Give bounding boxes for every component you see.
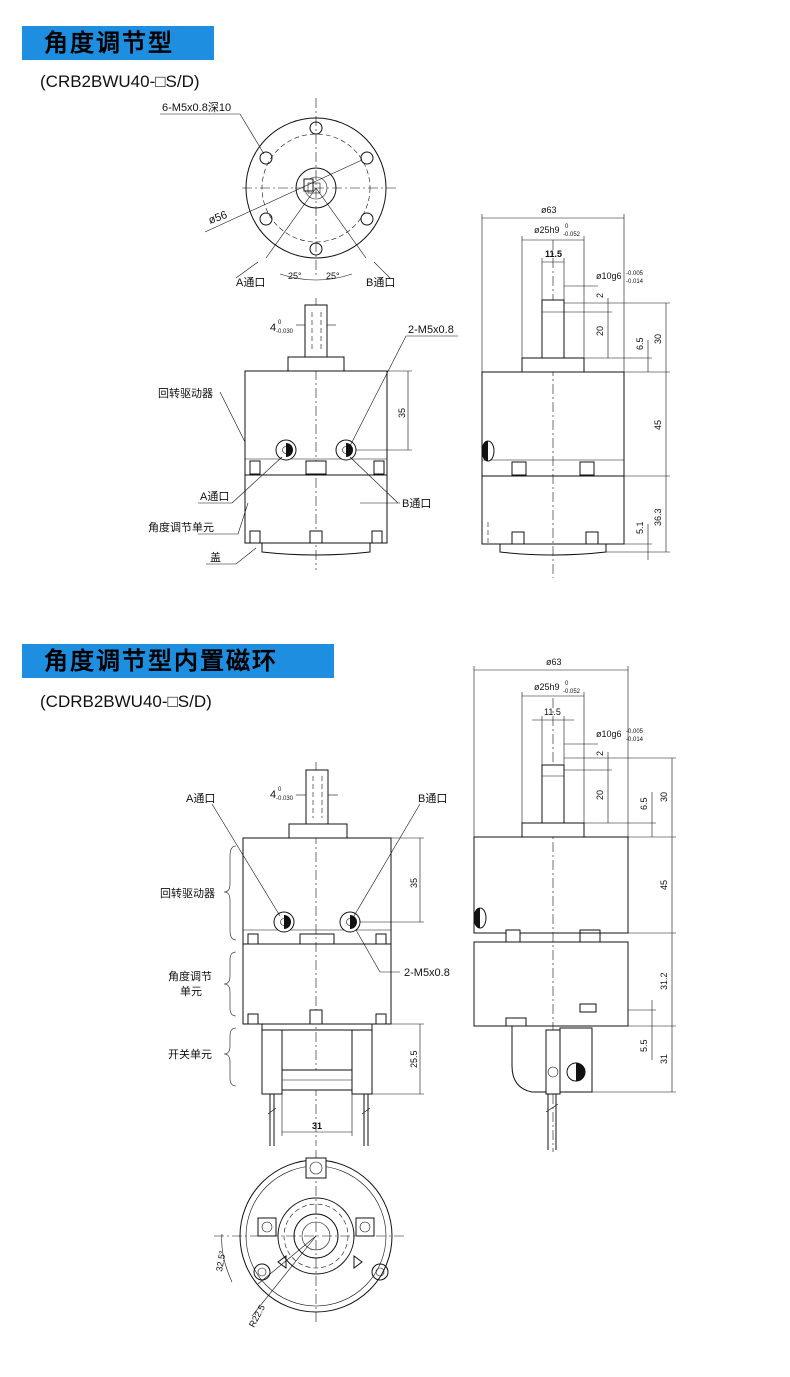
s2-d63: ø63 (546, 657, 562, 667)
s2-tol4-upper: 0 (278, 787, 282, 793)
s1-port-a-top-label: A通口 (236, 276, 265, 289)
s2-port-b-label: B通口 (418, 792, 447, 805)
section1-title: 角度调节型 (22, 26, 214, 60)
section2-title: 角度调节型内置磁环 (22, 644, 334, 678)
s2-angle-unit-label-2: 单元 (180, 985, 202, 998)
s2-v20: 20 (595, 790, 605, 800)
s2-v55: 5.5 (639, 1039, 649, 1052)
s1-d10: ø10g6 (596, 271, 622, 281)
s2-dim255: 25.5 (409, 1050, 419, 1068)
s1-cover-label: 盖 (210, 550, 221, 564)
s2-bottom-view (214, 1150, 404, 1324)
s1-port-b-top-label: B通口 (366, 276, 395, 289)
s1-v65: 6.5 (635, 337, 645, 350)
s2-d25: ø25h9 (534, 682, 560, 692)
s2-d10-upper: -0.005 (626, 729, 644, 735)
s1-d63: ø63 (541, 205, 557, 215)
s1-rotary-label: 回转驱动器 (158, 386, 213, 400)
s1-d10-lower: -0.014 (626, 279, 644, 285)
s2-d10: ø10g6 (596, 729, 622, 739)
s2-port-a-label: A通口 (186, 792, 215, 805)
s1-d10-upper: -0.005 (626, 271, 644, 277)
s1-front-view (198, 298, 458, 570)
s2-v2: 2 (595, 751, 605, 756)
s1-v51: 5.1 (635, 521, 645, 534)
s2-angle-unit-label-1: 角度调节 (168, 969, 212, 983)
s2-m5-label: 2-M5x0.8 (404, 967, 450, 979)
section2-model: (CDRB2BWU40-□S/D) (40, 692, 212, 711)
s1-v2: 2 (595, 293, 605, 298)
s1-angle-unit-label: 角度调节单元 (148, 520, 214, 534)
s1-v20: 20 (595, 326, 605, 336)
s1-dia56-label: ø56 (207, 209, 229, 227)
s2-w115: 11.5 (544, 707, 561, 717)
s1-angle-left-label: 25° (288, 271, 302, 281)
s2-rotary-label: 回转驱动器 (160, 886, 215, 900)
section1-model: (CRB2BWU40-□S/D) (40, 72, 200, 91)
s2-angle325: 32.5° (214, 1249, 228, 1272)
s2-v65: 6.5 (639, 797, 649, 810)
s1-w115: 11.5 (545, 249, 562, 259)
s2-v45: 45 (659, 880, 669, 890)
s2-d25-upper: 0 (565, 681, 569, 687)
s1-tol4-label: 4 (270, 322, 276, 334)
s1-v363: 36.3 (653, 508, 663, 526)
s1-holes-label: 6-M5x0.8深10 (162, 101, 231, 114)
s1-v30: 30 (653, 334, 663, 344)
s2-v30: 30 (659, 792, 669, 802)
s2-r225: R22.5 (247, 1303, 267, 1329)
s2-switch-unit-label: 开关单元 (168, 1047, 212, 1061)
s1-tol4-upper: 0 (278, 320, 282, 326)
s2-v312: 31.2 (659, 972, 669, 990)
s2-d10-lower: -0.014 (626, 737, 644, 743)
s1-port-b-label: B通口 (402, 497, 431, 510)
s2-side-view (473, 666, 676, 1152)
s1-m5-label: 2-M5x0.8 (408, 324, 454, 336)
s1-dim35: 35 (397, 408, 407, 418)
s2-dim31: 31 (312, 1121, 322, 1131)
s2-tol4-label: 4 (270, 789, 276, 801)
s1-side-view (481, 214, 670, 578)
s2-d25-lower: -0.052 (563, 689, 581, 695)
s1-port-a-label: A通口 (200, 490, 229, 503)
s1-d25-upper: 0 (565, 224, 569, 230)
s1-angle-right-label: 25° (326, 271, 340, 281)
s1-v45: 45 (653, 420, 663, 430)
s1-tol4-lower: -0.030 (276, 329, 294, 335)
s2-dim35: 35 (409, 878, 419, 888)
s1-d25: ø25h9 (534, 225, 560, 235)
s2-front-view (211, 762, 424, 1146)
s1-top-view (160, 98, 396, 281)
s2-v31: 31 (659, 1054, 669, 1064)
s2-tol4-lower: -0.030 (276, 796, 294, 802)
s1-d25-lower: -0.052 (563, 232, 581, 238)
